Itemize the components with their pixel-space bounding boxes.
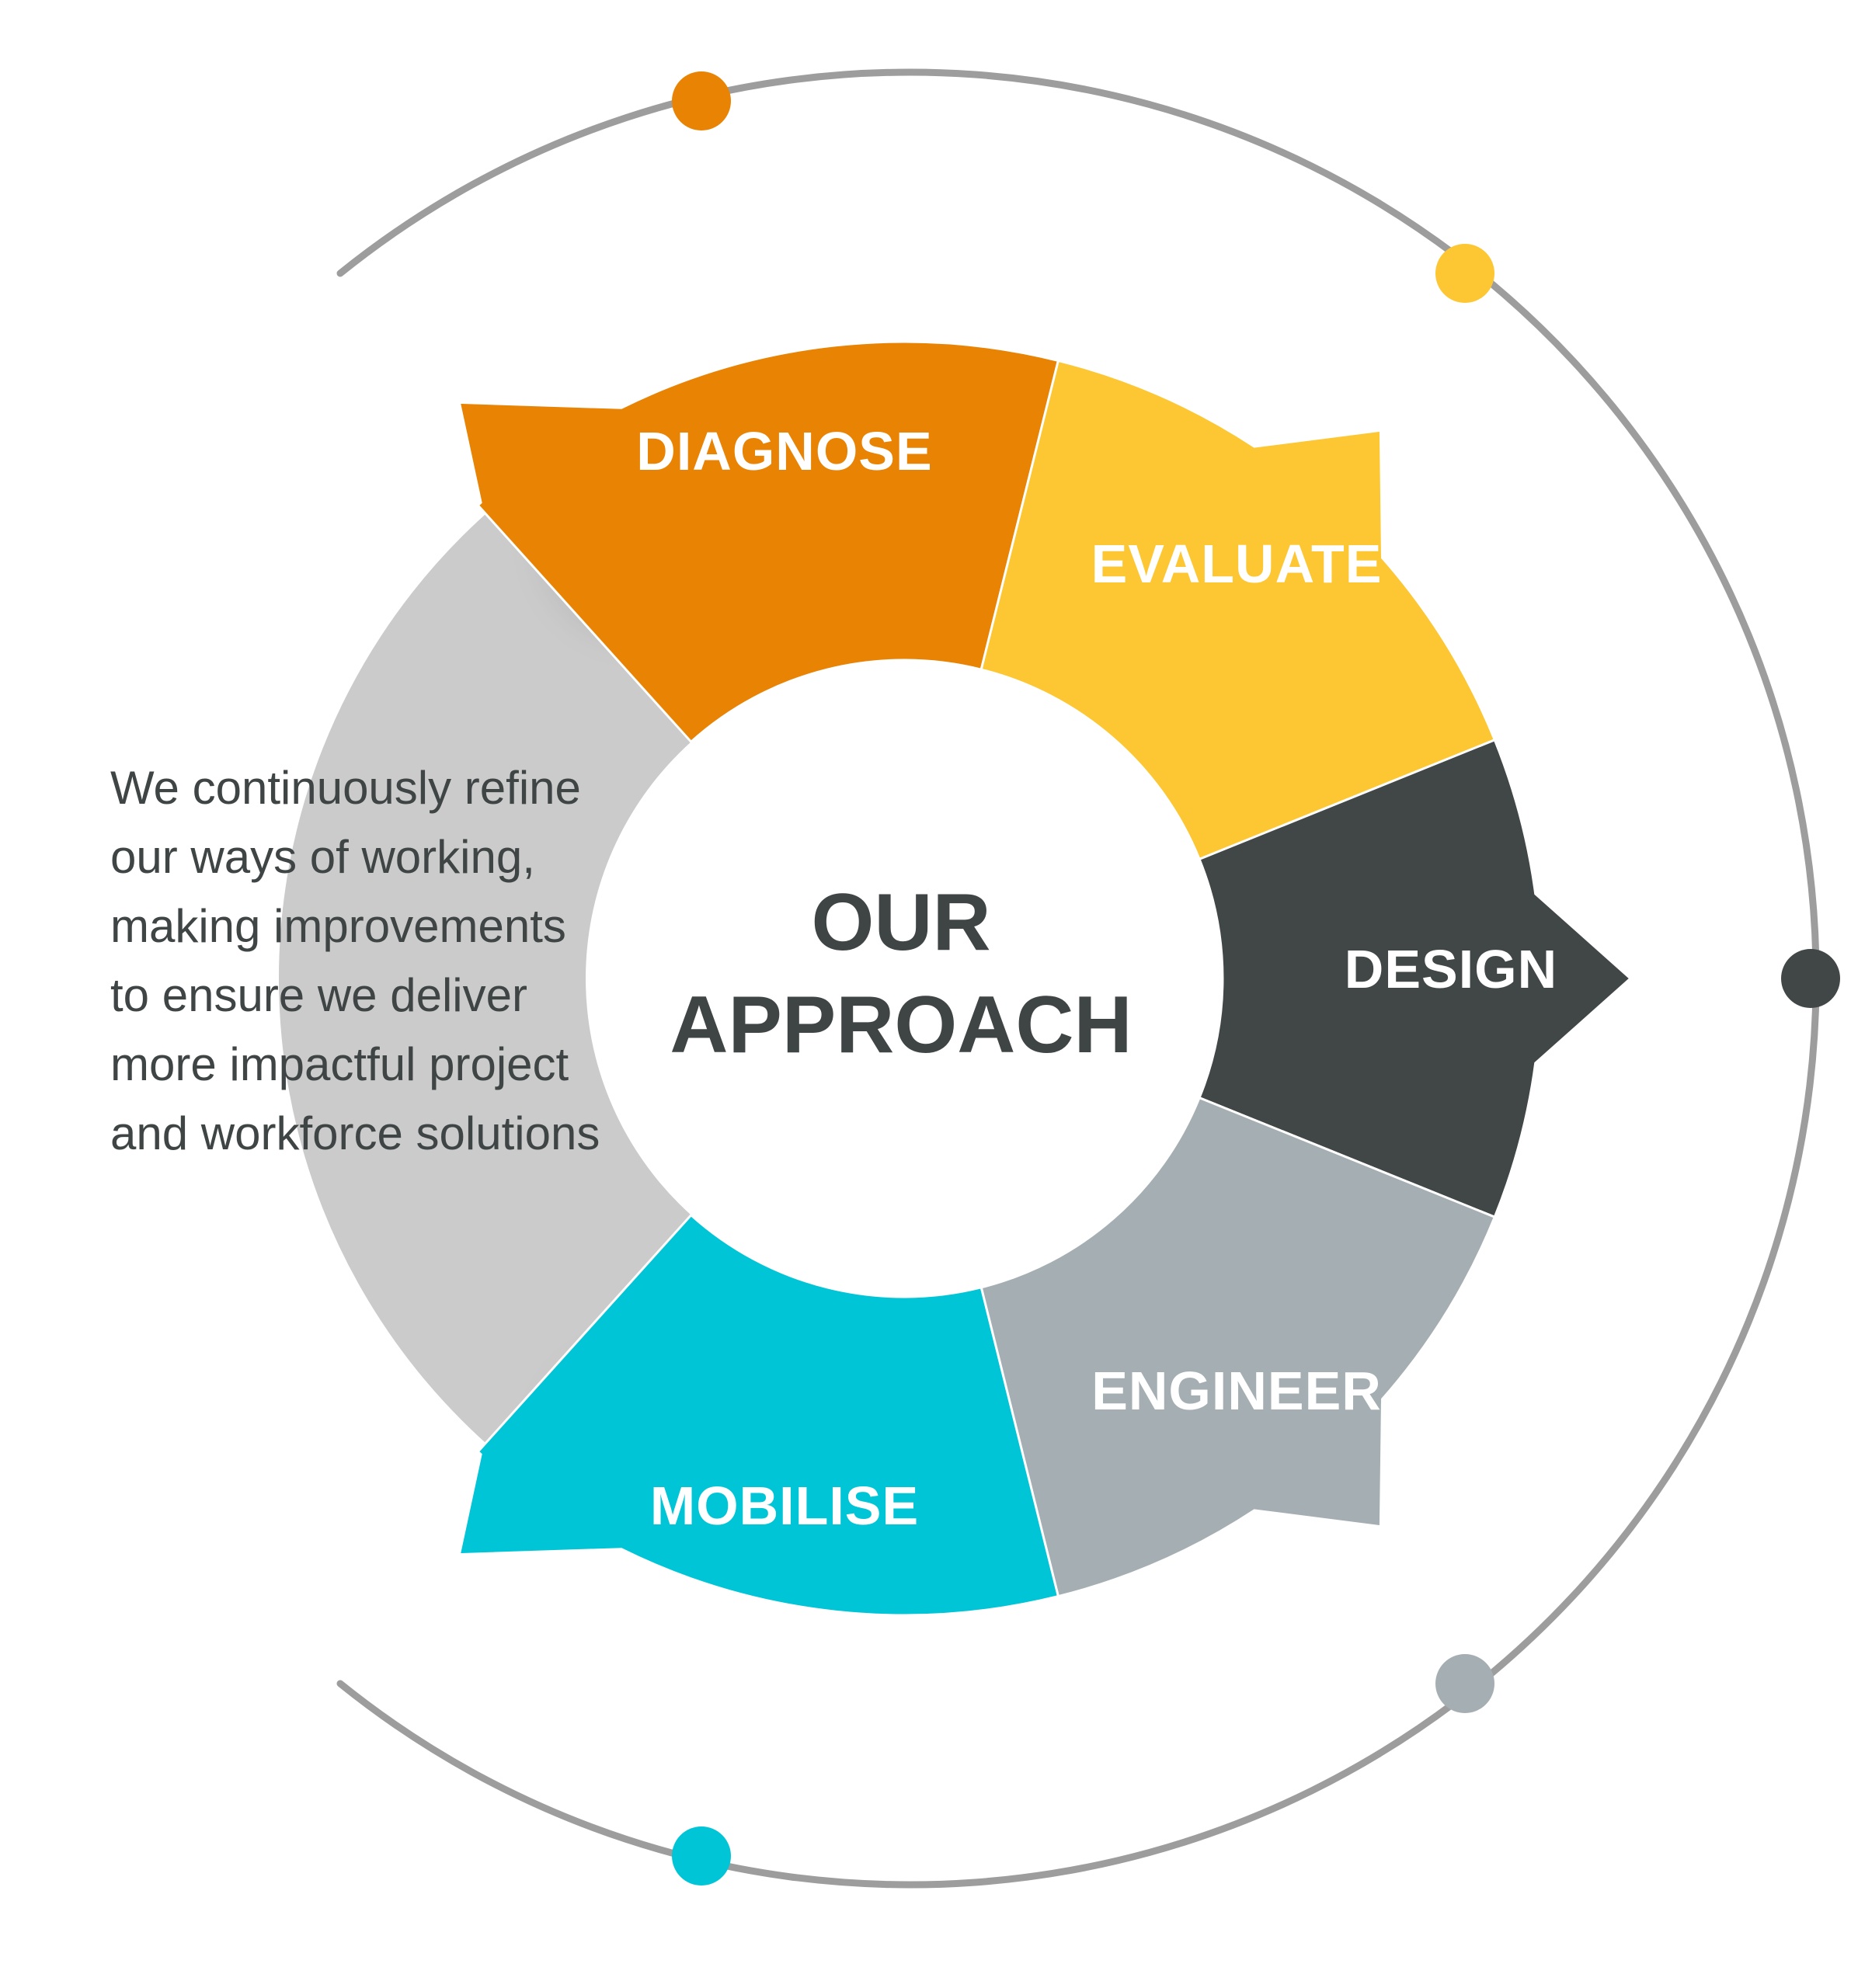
description-line: more impactful project — [110, 1038, 569, 1090]
center-title-line1: OUR — [811, 878, 990, 968]
orbit-dot-design — [1781, 949, 1840, 1008]
description-line: making improvements — [110, 900, 566, 952]
description-line: our ways of working, — [110, 831, 535, 883]
orbit-dot-evaluate — [1435, 244, 1494, 303]
orbit-dot-mobilise — [672, 1826, 731, 1885]
center-title-line2: APPROACH — [670, 980, 1132, 1070]
description-line: We continuously refine — [110, 762, 581, 814]
segment-label-engineer: ENGINEER — [1091, 1361, 1382, 1421]
orbit-dot-diagnose — [672, 71, 731, 130]
description-line: to ensure we deliver — [110, 969, 527, 1021]
approach-description: We continuously refine our ways of worki… — [110, 753, 670, 1168]
description-line: and workforce solutions — [110, 1107, 600, 1159]
orbit-dot-engineer — [1435, 1654, 1494, 1713]
segment-label-evaluate: EVALUATE — [1091, 533, 1383, 594]
segment-label-design: DESIGN — [1345, 939, 1557, 999]
segment-label-diagnose: DIAGNOSE — [636, 421, 932, 481]
center-hub — [586, 660, 1223, 1297]
segment-label-mobilise: MOBILISE — [650, 1475, 919, 1536]
